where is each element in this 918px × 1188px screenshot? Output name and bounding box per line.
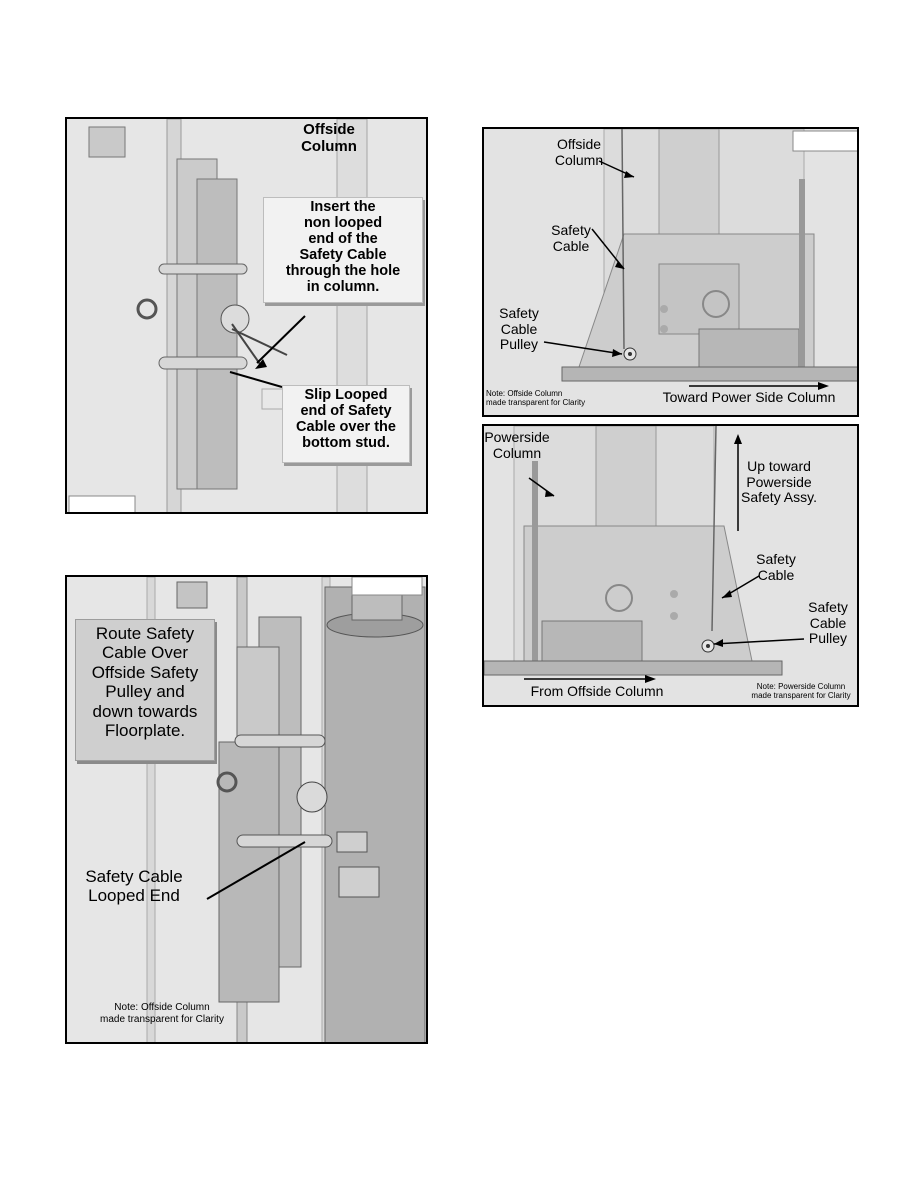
insert-cable-callout: Insert the non looped end of the Safety … [263, 197, 423, 303]
figure-2-panel: Route Safety Cable Over Offside Safety P… [65, 575, 428, 1044]
safety-cable-label: Safety Cable [551, 222, 591, 254]
offside-transparent-note: Note: Offside Column made transparent fo… [486, 389, 586, 408]
offside-column-label: Offside Column [554, 136, 604, 168]
figure-1-panel: Offside Column Insert the non looped end… [65, 117, 428, 514]
figure-1-illustration [67, 119, 426, 512]
offside-column-label: Offside Column [301, 121, 357, 155]
safety-cable-pulley-label: Safety Cable Pulley [808, 599, 848, 647]
powerside-transparent-note: Note: Powerside Column made transparent … [751, 682, 851, 701]
figure-2-illustration [67, 577, 426, 1042]
offside-transparent-note: Note: Offside Column made transparent fo… [100, 1002, 224, 1025]
up-toward-label: Up toward Powerside Safety Assy. [741, 458, 817, 506]
looped-end-label: Safety Cable Looped End [85, 867, 183, 906]
figure-3-illustration [484, 129, 857, 415]
safety-cable-pulley-label: Safety Cable Pulley [499, 305, 539, 353]
figure-4-panel: Powerside Column Up toward Powerside Saf… [482, 424, 859, 707]
figure-3-panel: Offside Column Safety Cable Safety Cable… [482, 127, 859, 417]
safety-cable-label: Safety Cable [756, 551, 796, 583]
from-offside-label: From Offside Column [530, 683, 664, 699]
powerside-column-label: Powerside Column [484, 429, 550, 461]
slip-looped-end-callout: Slip Looped end of Safety Cable over the… [282, 385, 410, 463]
toward-power-side-label: Toward Power Side Column [662, 389, 836, 405]
figure-4-illustration [484, 426, 857, 705]
route-cable-instruction-box: Route Safety Cable Over Offside Safety P… [75, 619, 215, 761]
